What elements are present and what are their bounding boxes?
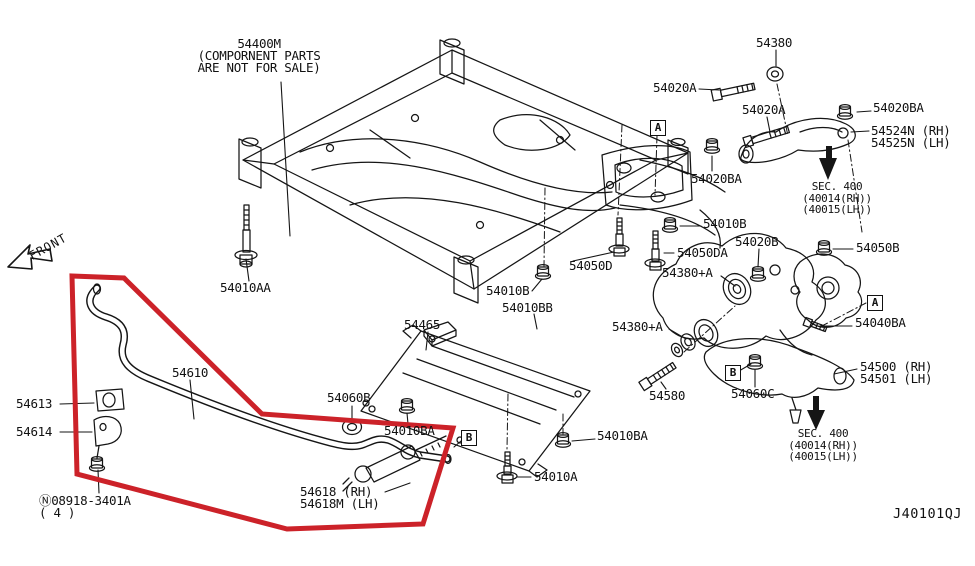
clip-54010bb-art (423, 321, 457, 347)
nut-54060c-art (746, 353, 764, 370)
suspension-member-art (238, 38, 726, 304)
bolt-54580-art (638, 361, 677, 392)
nut-54010ba-left-art (398, 397, 416, 414)
sec400-arrow-top (819, 146, 837, 180)
washers-54380a-2-art (670, 333, 696, 358)
front-arrow-icon (7, 244, 53, 270)
bolt-54010aa-art (234, 204, 258, 268)
hub-bracket-art (793, 253, 863, 328)
knuckle-housing-art (652, 232, 826, 356)
nut-54010b-right-art (661, 216, 679, 233)
bolt-54010a-art (496, 451, 518, 484)
nut-54050b-art (815, 239, 833, 256)
nut-54010ba-right-art (554, 431, 572, 448)
nut-54010b-left-art (534, 263, 552, 280)
stabilizer-bracket-art (93, 415, 122, 459)
leader-lines (59, 49, 872, 494)
bolt-54020a-2-art (742, 125, 791, 149)
upper-arm-art (738, 117, 856, 164)
bolt-54050da-art (644, 230, 666, 271)
nut-54020ba-2-art (703, 137, 721, 154)
nut-08918-art (88, 455, 106, 472)
bolt-54050d-art (608, 217, 630, 257)
stabilizer-link-art (342, 435, 447, 492)
lower-arm-art (703, 338, 855, 424)
stabilizer-bar-art (86, 283, 452, 465)
washer-54380-art (766, 66, 784, 82)
construction-lines (506, 83, 867, 450)
bolt-54020a-1-art (710, 82, 756, 102)
highlight-outline (69, 273, 457, 532)
sec400-arrow-bottom (807, 396, 825, 430)
nut-54020b-art (749, 265, 767, 282)
stabilizer-clamp-art (95, 388, 125, 412)
nut-54020ba-1-art (836, 103, 854, 120)
